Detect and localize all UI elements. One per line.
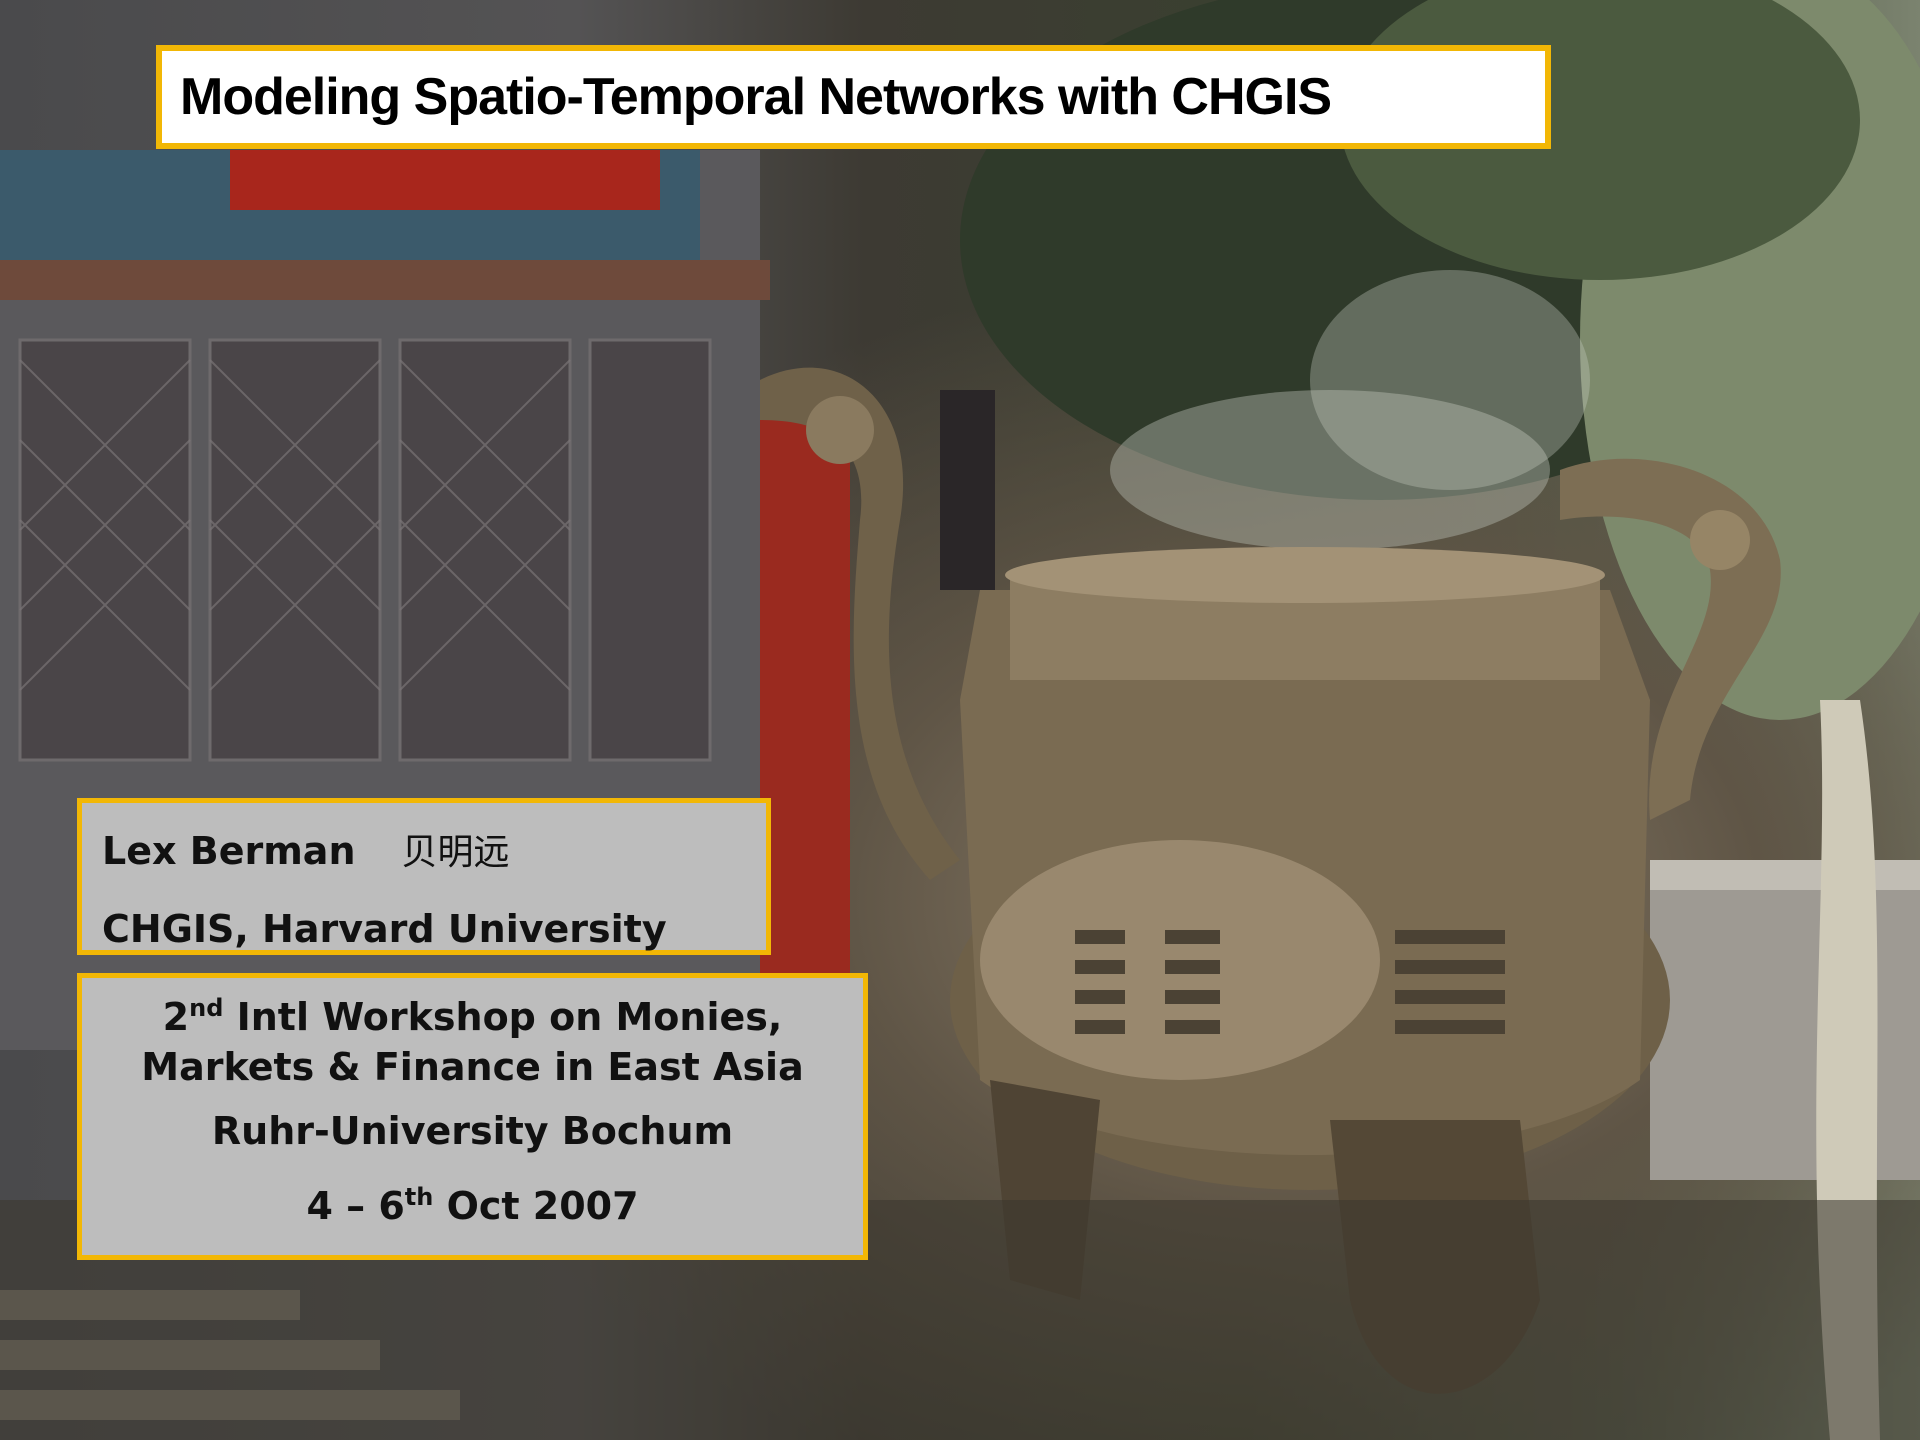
event-name-rest: Intl Workshop on Monies,	[223, 995, 783, 1039]
author-box: Lex Berman 贝明远 CHGIS, Harvard University	[77, 798, 771, 955]
author-name: Lex Berman	[102, 829, 356, 873]
author-name-line: Lex Berman 贝明远	[102, 813, 766, 891]
event-date-rest: Oct 2007	[433, 1184, 639, 1228]
author-affiliation: CHGIS, Harvard University	[102, 907, 667, 951]
event-name-line-2: Markets & Finance in East Asia	[141, 1045, 804, 1089]
event-ordinal: 2	[162, 995, 190, 1039]
event-box: 2nd Intl Workshop on Monies, Markets & F…	[77, 973, 868, 1260]
event-date: 4 – 6th Oct 2007	[82, 1170, 863, 1242]
author-chinese-name: 贝明远	[401, 832, 510, 873]
event-date-suffix: th	[404, 1183, 434, 1211]
event-ordinal-suffix: nd	[189, 994, 224, 1022]
title-box: Modeling Spatio-Temporal Networks with C…	[156, 45, 1551, 149]
event-date-prefix: 4 – 6	[306, 1184, 405, 1228]
event-name-line-1: 2nd Intl Workshop on Monies,	[82, 992, 863, 1042]
slide-title: Modeling Spatio-Temporal Networks with C…	[180, 68, 1332, 126]
event-venue: Ruhr-University Bochum	[211, 1109, 734, 1153]
